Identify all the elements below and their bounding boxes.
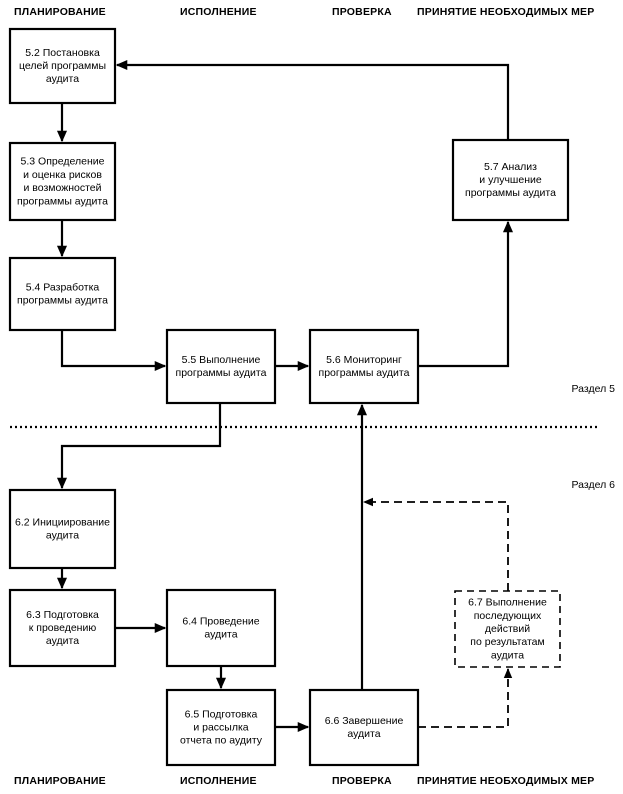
column-header-top-checking: ПРОВЕРКА [332, 6, 392, 18]
box-5-2-postanovka-celey-outline [8, 27, 117, 105]
box-5-5-vypolnenie-programmy-outline [165, 328, 277, 405]
column-header-bottom-doing: ИСПОЛНЕНИЕ [180, 775, 257, 787]
edge-5-5-to-6-2 [56, 403, 222, 490]
box-5-4-razrabotka-programmy-outline [8, 256, 117, 332]
column-header-top-doing: ИСПОЛНЕНИЕ [180, 6, 257, 18]
section-label-section-5: Раздел 5 [572, 383, 616, 395]
edge-5-7-to-5-2 [115, 59, 510, 140]
column-header-bottom-planning: ПЛАНИРОВАНИЕ [14, 775, 106, 787]
section-labels-layer: Раздел 5 Раздел 6 [572, 383, 616, 491]
box-5-3-opredelenie-ocenka-riskov-outline [8, 141, 117, 222]
edges-layer [56, 59, 514, 733]
box-6-2-iniciirovanie-audita-outline [8, 488, 117, 570]
section-label-section-6: Раздел 6 [572, 479, 616, 491]
edge-6-7-to-5-6 [362, 497, 509, 591]
box-6-4-provedenie-audita-outline [165, 588, 277, 668]
column-header-bottom-acting: ПРИНЯТИЕ НЕОБХОДИМЫХ МЕР [417, 775, 594, 787]
column-header-bottom-checking: ПРОВЕРКА [332, 775, 392, 787]
box-5-6-monitoring-programmy-outline [308, 328, 420, 405]
column-header-top-planning: ПЛАНИРОВАНИЕ [14, 6, 106, 18]
edge-5-4-to-5-5 [60, 330, 167, 372]
box-6-3-podgotovka-k-provedeniyu-outline [8, 588, 117, 668]
box-6-6-zavershenie-audita-outline [308, 688, 420, 767]
box-5-7-analiz-uluchshenie-outline [451, 138, 570, 222]
box-6-5-podgotovka-rassylka-otcheta-outline [165, 688, 277, 767]
edge-5-6-to-5-7 [418, 220, 514, 368]
box-6-7-vypolnenie-posleduyushchih-outline [454, 590, 561, 668]
column-header-top-acting: ПРИНЯТИЕ НЕОБХОДИМЫХ МЕР [417, 6, 594, 18]
edge-6-6-to-6-7 [418, 667, 513, 728]
column-headers-layer: ПЛАНИРОВАНИЕ ИСПОЛНЕНИЕ ПРОВЕРКА ПРИНЯТИЕ Н… [14, 6, 594, 787]
